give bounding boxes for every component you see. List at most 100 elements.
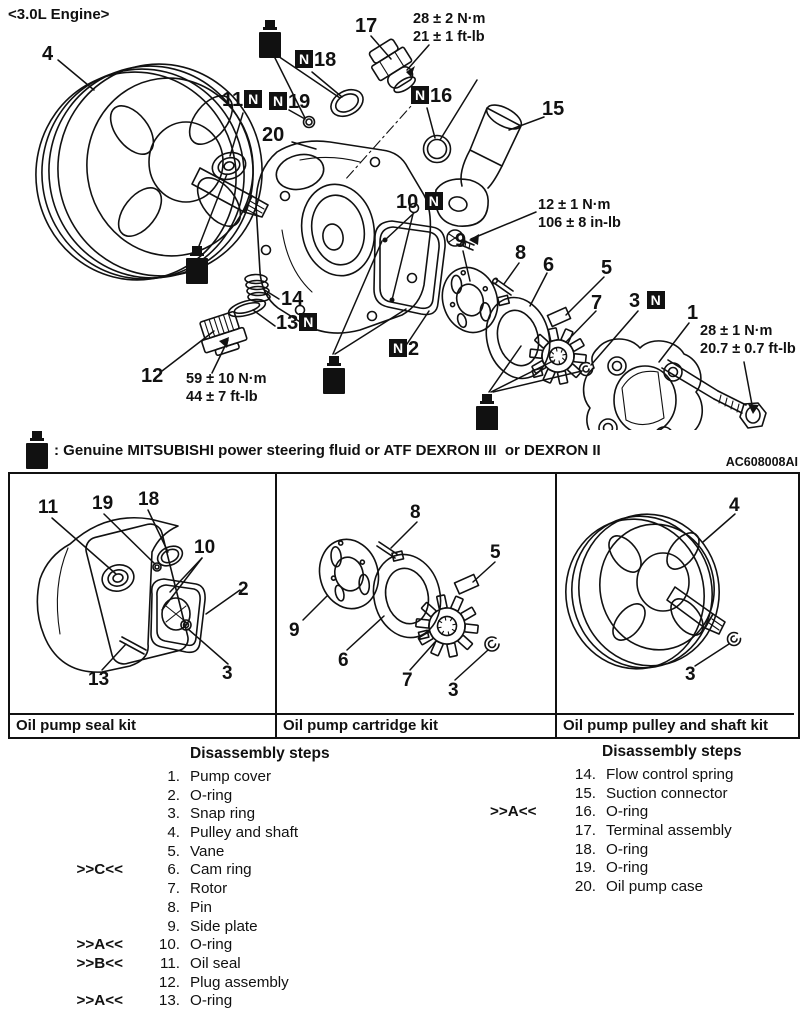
step-reassembly-marker: >>A<< [490, 803, 537, 821]
step-number: 15. [574, 784, 596, 802]
step-row: 9. Side plate [60, 918, 430, 937]
step-row: 8.Pin [60, 899, 430, 918]
disassembly-steps-right: Disassembly steps 14.Flow control spring… [490, 743, 800, 897]
panel-callout-4: 4 [729, 495, 740, 516]
panel-callout-13: 13 [88, 669, 110, 690]
seal-kit-drawing [36, 509, 241, 673]
engine-label: <3.0L Engine> [8, 6, 110, 23]
step-row: 20. Oil pump case [490, 878, 800, 897]
step-name: Rotor [190, 880, 228, 898]
fluid-legend-text: : Genuine MITSUBISHI power steering flui… [54, 441, 601, 459]
panel-callout-3: 3 [222, 663, 233, 684]
fluid-apply-marker: N [424, 192, 443, 210]
panel-callout-11: 11 [38, 497, 59, 518]
step-row: 3.Snap ring [60, 805, 430, 824]
step-reassembly-marker [490, 766, 536, 785]
step-reassembly-marker [60, 787, 130, 806]
panel-callout-10: 10 [194, 537, 216, 558]
step-reassembly-marker [490, 859, 536, 878]
panel-callout-5: 5 [490, 542, 501, 563]
step-name: Vane [190, 842, 225, 860]
step-reassembly-marker [60, 824, 130, 843]
step-row: >>A<< 10. O-ring [60, 936, 430, 955]
step-reassembly-marker [60, 805, 130, 824]
step-row: 1.Pump cover [60, 768, 430, 787]
step-number: 20. [574, 878, 596, 896]
step-name: Oil pump case [606, 878, 704, 896]
panel-callout-9: 9 [289, 620, 300, 641]
step-reassembly-marker: >>A<< [76, 936, 123, 954]
panel-callout-7: 7 [402, 670, 413, 691]
callout-17: 17 [355, 15, 378, 37]
callout-20: 20 [262, 124, 285, 146]
screw-drawing [446, 229, 475, 251]
step-row: 2.O-ring [60, 787, 430, 806]
step-number: 1. [167, 768, 180, 785]
step-name: Cam ring [190, 861, 252, 879]
step-row: 15. Suction connector [490, 785, 800, 804]
step-number: 2. [167, 786, 180, 804]
pulley-kit-drawing [565, 513, 742, 670]
step-reassembly-marker [490, 878, 536, 897]
o-ring-16-drawing [422, 134, 452, 164]
step-reassembly-marker [60, 974, 130, 993]
callout-8: 8 [515, 242, 527, 264]
kit-table: 11 19 18 10 2 3 13 [8, 472, 800, 739]
flow-control-spring-drawing [244, 273, 271, 303]
step-number: 11. [160, 954, 180, 972]
panel-oil-pump-pulley-shaft-kit: 4 3 [557, 474, 794, 713]
step-reassembly-marker [490, 785, 536, 804]
callout-6: 6 [543, 254, 555, 276]
callout-14: 14 [281, 288, 304, 310]
side-plate-drawing [441, 266, 499, 334]
fluid-bottle-icon [26, 431, 48, 469]
step-number: 13. [158, 992, 180, 1010]
step-number: 17. [574, 822, 596, 840]
step-name: O-ring [190, 936, 233, 954]
fluid-bottle-icon [186, 246, 208, 284]
fluid-apply-marker: N [299, 313, 318, 331]
step-name: Side plate [190, 917, 258, 935]
step-row: 19.O-ring [490, 859, 800, 878]
panel-callout-19: 19 [92, 493, 114, 514]
step-number: 19. [574, 859, 596, 877]
step-name: Suction connector [606, 784, 728, 802]
callout-15: 15 [542, 98, 565, 120]
kit-caption-seal: Oil pump seal kit [10, 713, 277, 737]
pulley-drawing [35, 63, 269, 281]
bolt-drawing [661, 359, 767, 429]
step-reassembly-marker: >>C<< [76, 861, 123, 879]
fluid-bottle-icon [476, 394, 498, 430]
step-number: 10. [158, 936, 180, 954]
step-name: Pulley and shaft [190, 824, 299, 842]
step-row: 12.Plug assembly [60, 974, 430, 993]
rotor-drawing [529, 327, 587, 385]
step-number: 6. [167, 861, 180, 879]
step-name: Terminal assembly [606, 822, 732, 840]
step-number: 3. [167, 805, 180, 823]
panel-oil-pump-seal-kit: 11 19 18 10 2 3 13 [10, 474, 277, 713]
step-row: 5.Vane [60, 843, 430, 862]
pin-drawing [491, 277, 514, 296]
panel-callout-2: 2 [238, 579, 249, 600]
fluid-apply-marker: N [646, 291, 665, 309]
fluid-apply-marker: N [411, 86, 429, 104]
fluid-apply-marker: N [295, 50, 313, 68]
step-number: 9. [167, 917, 180, 935]
pump-case-drawing [255, 140, 432, 334]
step-name: O-ring [190, 992, 233, 1010]
o-ring-18-drawing [330, 88, 364, 118]
exploded-diagram [35, 20, 767, 430]
callout-3: 3 N [629, 291, 666, 311]
step-reassembly-marker [60, 899, 130, 918]
kit-caption-pulley: Oil pump pulley and shaft kit [557, 713, 794, 737]
step-reassembly-marker [60, 843, 130, 862]
step-name: O-ring [606, 840, 649, 858]
panel-callout-8: 8 [410, 502, 421, 523]
